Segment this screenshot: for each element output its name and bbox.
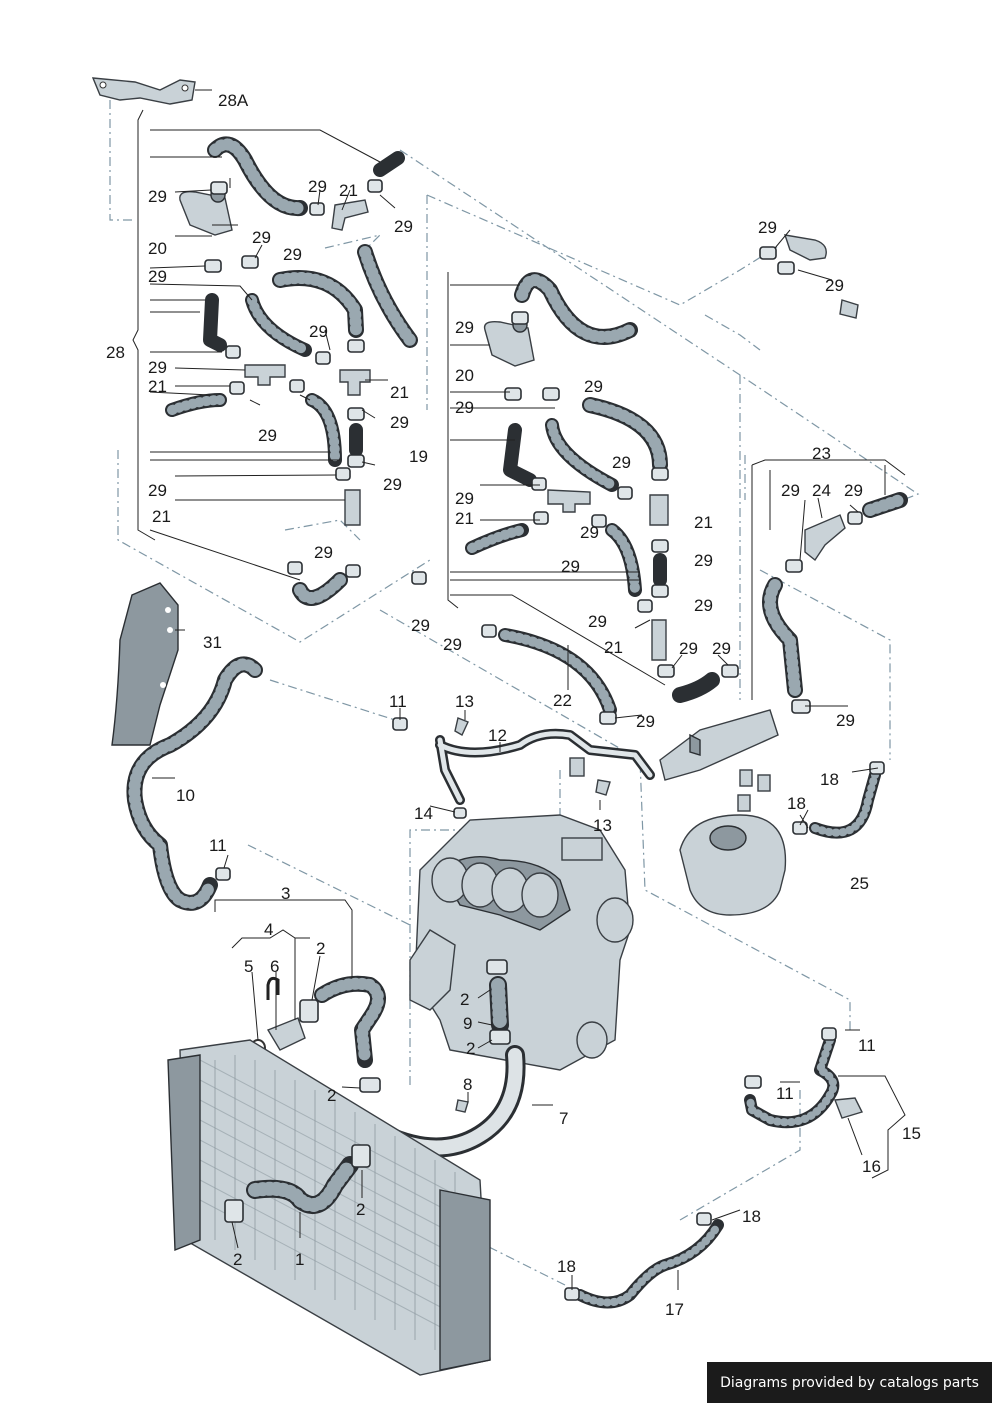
label-29: 29 <box>383 475 402 494</box>
label-29: 29 <box>758 218 777 237</box>
label-18: 18 <box>820 770 839 789</box>
label-16: 16 <box>862 1157 881 1176</box>
label-21: 21 <box>694 513 713 532</box>
label-18: 18 <box>742 1207 761 1226</box>
label-2: 2 <box>460 990 469 1009</box>
label-10: 10 <box>176 786 195 805</box>
label-12: 12 <box>488 726 507 745</box>
right-upper-parts <box>659 234 908 812</box>
label-14: 14 <box>414 804 433 823</box>
bracket-28a <box>91 77 196 105</box>
label-29: 29 <box>455 318 474 337</box>
label-22: 22 <box>553 691 572 710</box>
cover-31 <box>111 582 179 746</box>
label-28a: 28A <box>218 91 249 110</box>
label-2: 2 <box>327 1086 336 1105</box>
hose-1 <box>224 1144 371 1223</box>
label-18: 18 <box>557 1257 576 1276</box>
label-2: 2 <box>316 939 325 958</box>
label-29: 29 <box>584 377 603 396</box>
label-11: 11 <box>858 1036 876 1055</box>
middle-hose-cluster <box>411 272 739 725</box>
assembly-boundaries <box>109 100 920 1286</box>
label-29: 29 <box>314 543 333 562</box>
engine-block <box>409 814 634 1071</box>
label-20: 20 <box>148 239 167 258</box>
label-29: 29 <box>252 228 271 247</box>
label-29: 29 <box>390 413 409 432</box>
label-25: 25 <box>850 874 869 893</box>
hoses-lower-right <box>564 1027 863 1309</box>
label-19: 19 <box>409 447 428 466</box>
label-11: 11 <box>389 692 407 711</box>
label-29: 29 <box>443 635 462 654</box>
label-4: 4 <box>264 920 273 939</box>
label-1: 1 <box>295 1250 304 1269</box>
label-21: 21 <box>148 377 167 396</box>
label-7: 7 <box>559 1109 568 1128</box>
label-29: 29 <box>561 557 580 576</box>
label-29: 29 <box>258 426 277 445</box>
label-29: 29 <box>612 453 631 472</box>
label-29: 29 <box>588 612 607 631</box>
left-hose-cluster <box>165 136 418 606</box>
label-29: 29 <box>394 217 413 236</box>
label-29: 29 <box>283 245 302 264</box>
label-15: 15 <box>902 1124 921 1143</box>
label-29: 29 <box>308 177 327 196</box>
label-29: 29 <box>694 596 713 615</box>
label-21: 21 <box>152 507 171 526</box>
label-24: 24 <box>812 481 831 500</box>
label-28: 28 <box>106 343 125 362</box>
label-20: 20 <box>455 366 474 385</box>
label-31: 31 <box>203 633 222 652</box>
label-29: 29 <box>580 523 599 542</box>
hose-10 <box>126 656 408 911</box>
label-29: 29 <box>694 551 713 570</box>
label-9: 9 <box>463 1014 472 1033</box>
label-2: 2 <box>233 1250 242 1269</box>
leader-lines <box>132 89 906 1290</box>
label-29: 29 <box>712 639 731 658</box>
footer-text: Diagrams provided by catalogs parts <box>720 1374 979 1391</box>
label-21: 21 <box>455 509 474 528</box>
label-17: 17 <box>665 1300 684 1319</box>
label-6: 6 <box>270 957 279 976</box>
label-29: 29 <box>148 187 167 206</box>
callout-labels: 28A 28 29 29 21 29 20 29 29 29 29 29 21 … <box>106 91 921 1319</box>
expansion-tank <box>679 761 885 916</box>
label-29: 29 <box>148 481 167 500</box>
radiator <box>167 1039 491 1376</box>
label-29: 29 <box>148 358 167 377</box>
label-29: 29 <box>781 481 800 500</box>
pipe-12 <box>435 717 655 819</box>
label-2: 2 <box>466 1039 475 1058</box>
label-29: 29 <box>636 712 655 731</box>
label-8: 8 <box>463 1075 472 1094</box>
label-29: 29 <box>844 481 863 500</box>
label-13: 13 <box>593 816 612 835</box>
label-29: 29 <box>455 489 474 508</box>
label-18: 18 <box>787 794 806 813</box>
label-29: 29 <box>148 267 167 286</box>
label-21: 21 <box>390 383 409 402</box>
label-2: 2 <box>356 1200 365 1219</box>
label-29: 29 <box>836 711 855 730</box>
label-5: 5 <box>244 957 253 976</box>
label-3: 3 <box>281 884 290 903</box>
label-13: 13 <box>455 692 474 711</box>
label-29: 29 <box>309 322 328 341</box>
label-29: 29 <box>455 398 474 417</box>
label-21: 21 <box>339 181 358 200</box>
footer-credit: Diagrams provided by catalogs parts <box>707 1362 992 1403</box>
label-29: 29 <box>411 616 430 635</box>
label-23: 23 <box>812 444 831 463</box>
label-11: 11 <box>776 1084 794 1103</box>
label-21: 21 <box>604 638 623 657</box>
label-29: 29 <box>825 276 844 295</box>
label-29: 29 <box>679 639 698 658</box>
label-11: 11 <box>209 836 227 855</box>
